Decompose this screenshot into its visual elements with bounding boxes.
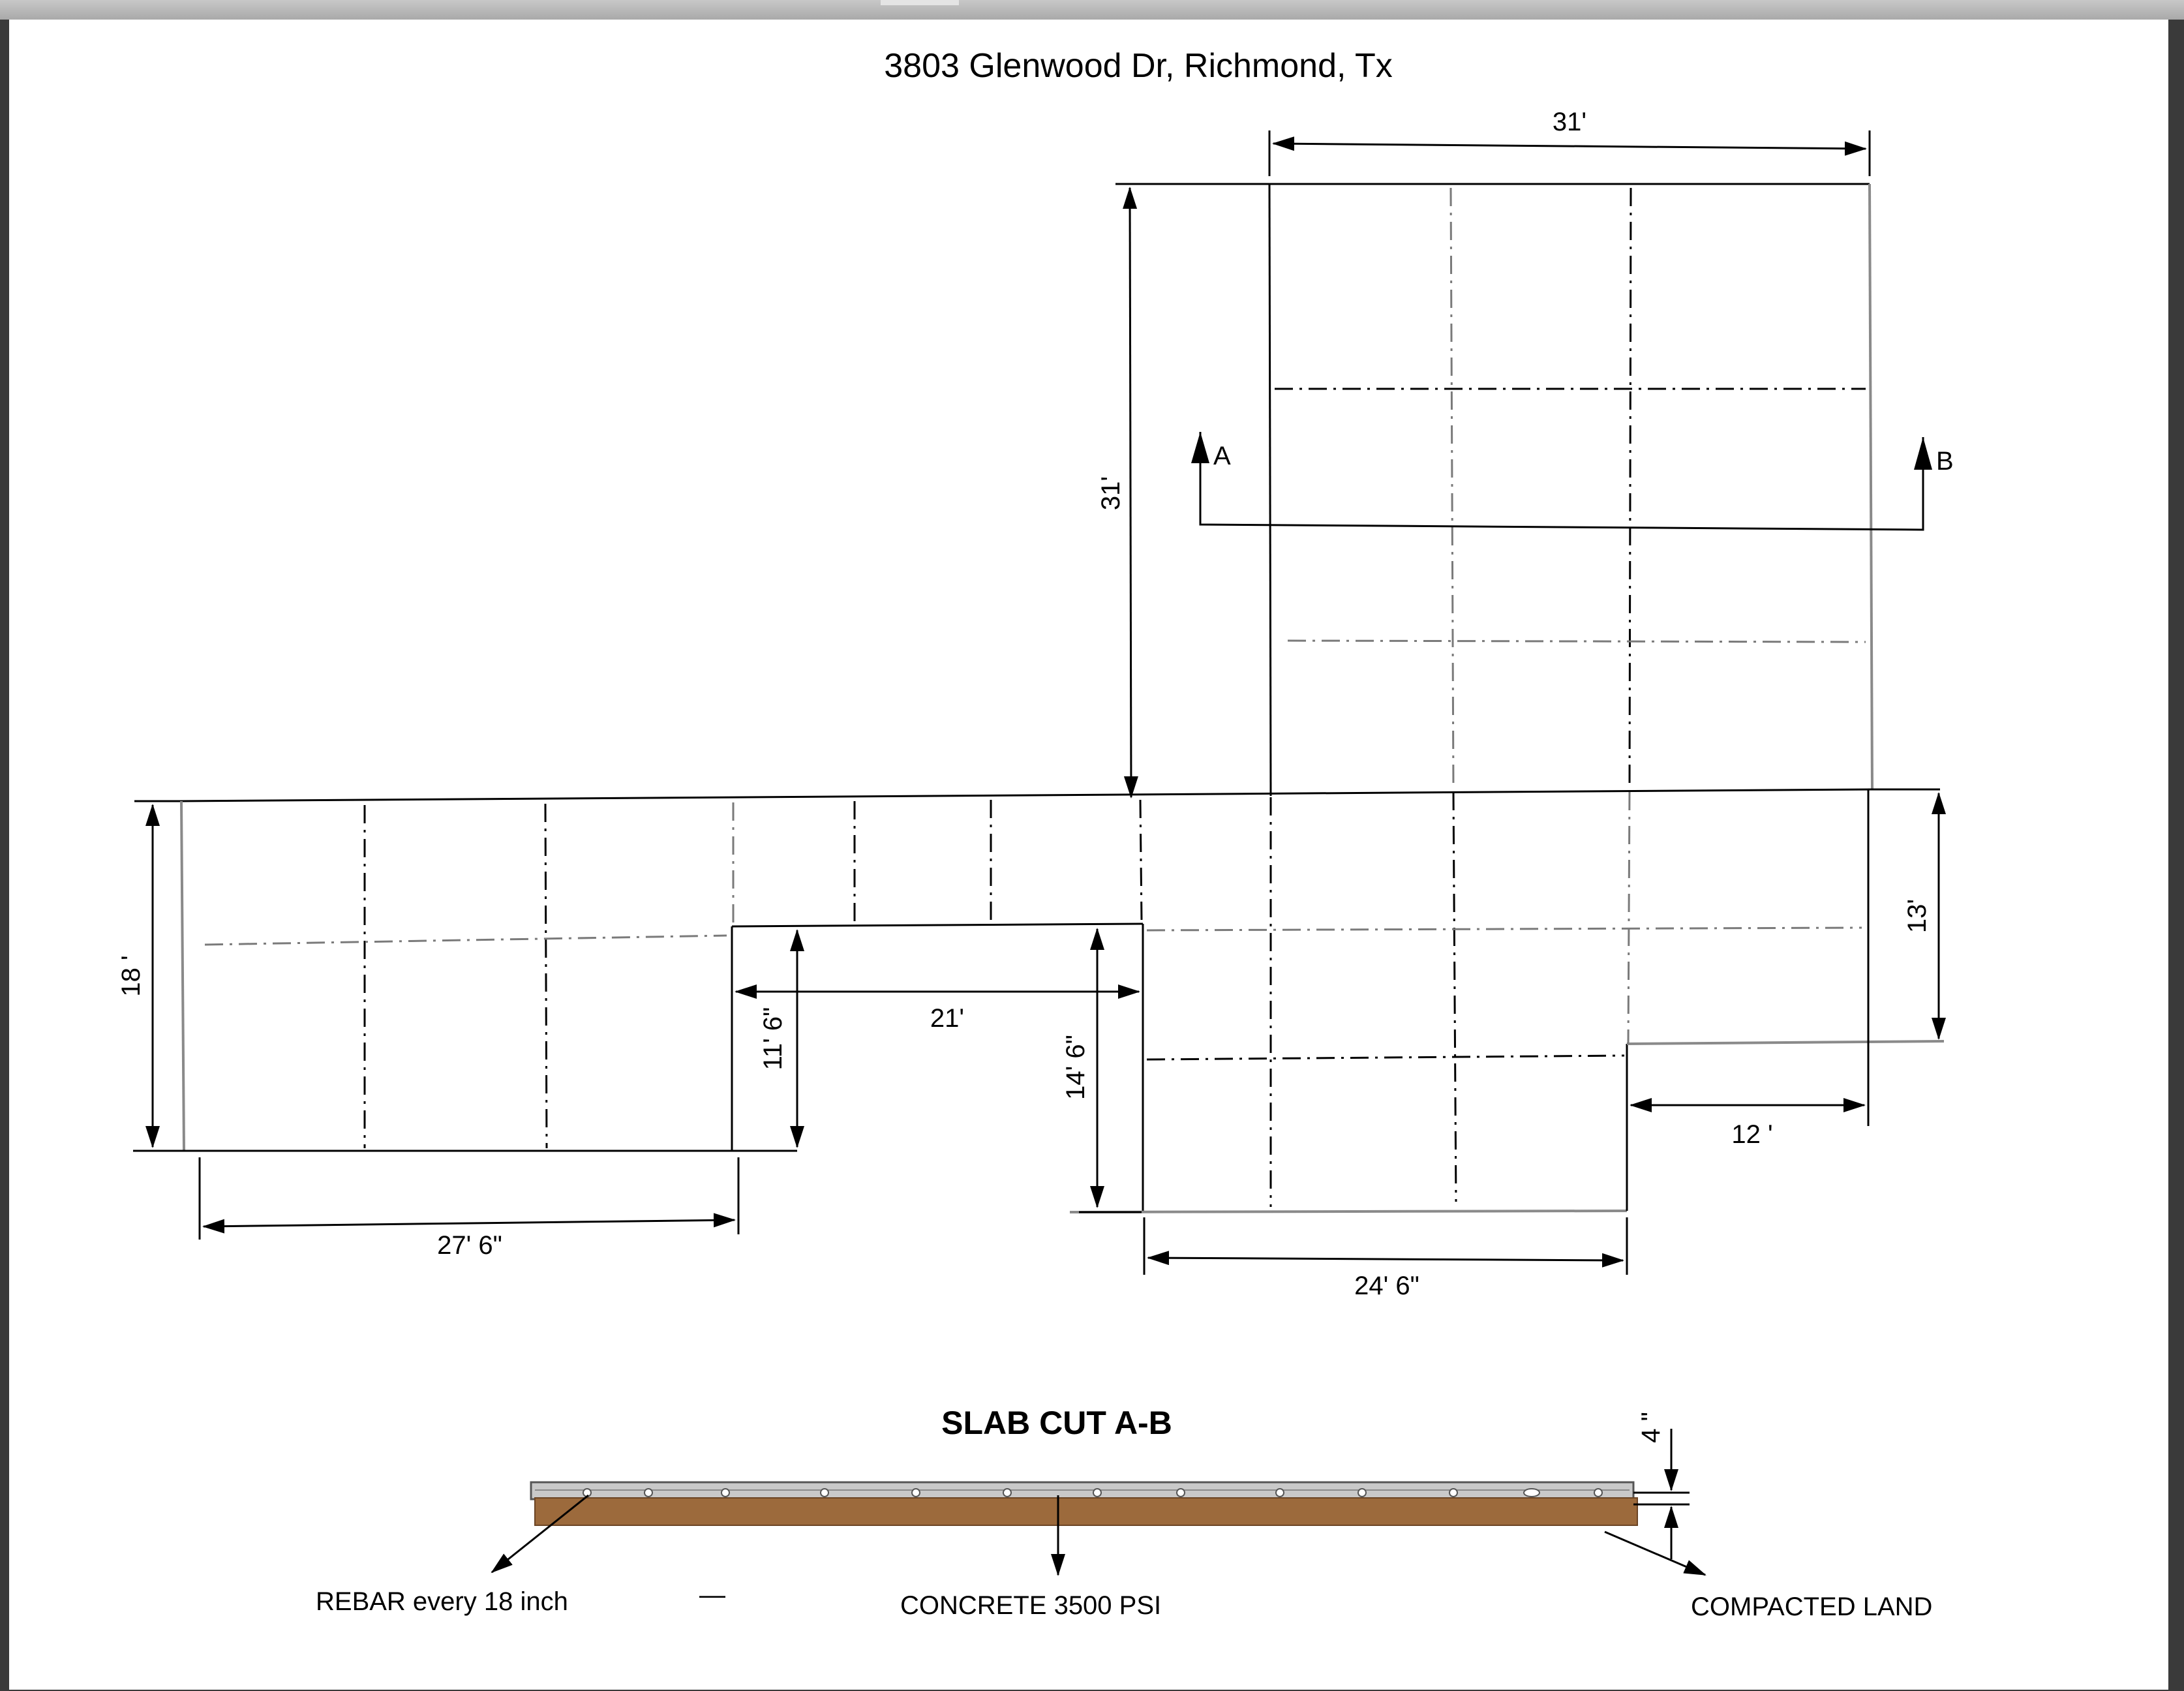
dimension-left-width: 27' 6" (198, 1157, 740, 1260)
dimension-right-height-label: 13' (1903, 899, 1932, 933)
section-arrow-b-icon (1914, 437, 1932, 470)
dimension-left-height: 18 ' (117, 800, 180, 1148)
dimension-bottom-width-label: 24' 6" (1354, 1272, 1419, 1300)
slab-cut-section: SLAB CUT A-B 4 " (316, 1405, 1932, 1621)
floor-plan-drawing: 3803 Glenwood Dr, Richmond, Tx (117, 47, 1954, 1621)
dimension-notch-left-depth-label: 11' 6" (759, 1007, 787, 1071)
slab-cut-heading: SLAB CUT A-B (941, 1405, 1172, 1441)
drawing-title: 3803 Glenwood Dr, Richmond, Tx (884, 47, 1392, 85)
slab-outline (133, 183, 1945, 1213)
compacted-land-layer (534, 1497, 1638, 1526)
viewer-top-bar (0, 0, 2184, 20)
dimension-notch-left-depth: 11' 6" (759, 929, 804, 1148)
dimension-right-step-width: 12 ' (1630, 1044, 1870, 1149)
dimension-top-width: 31' (1268, 108, 1871, 176)
section-marker-b: B (1936, 447, 1954, 476)
concrete-label: CONCRETE 3500 PSI (900, 1591, 1161, 1620)
dimension-left-height-label: 18 ' (117, 955, 145, 996)
dimension-top-height-label: 31' (1097, 476, 1125, 510)
rebar-label: REBAR every 18 inch (316, 1587, 568, 1616)
dimension-top-width-label: 31' (1553, 108, 1586, 136)
stray-dash: — (699, 1581, 725, 1609)
viewer-tab[interactable] (881, 0, 959, 5)
dimension-notch-right-depth: 14' 6" (1061, 928, 1142, 1213)
control-joints (204, 187, 1866, 1207)
dimension-notch-width-label: 21' (930, 1004, 964, 1033)
section-arrow-a-icon (1191, 432, 1209, 463)
dimension-right-height: 13' (1903, 792, 1946, 1040)
section-line-a-b: A B (1191, 432, 1954, 531)
rebar-markers (583, 1488, 1603, 1497)
dimension-right-step-width-label: 12 ' (1731, 1120, 1772, 1149)
dimension-left-width-label: 27' 6" (437, 1231, 502, 1260)
section-marker-a: A (1213, 442, 1231, 470)
compacted-land-label: COMPACTED LAND (1691, 1592, 1932, 1621)
dimension-bottom-width: 24' 6" (1143, 1217, 1628, 1300)
drawing-sheet: 3803 Glenwood Dr, Richmond, Tx (9, 20, 2168, 1690)
dimension-notch-right-depth-label: 14' 6" (1061, 1035, 1090, 1100)
dimension-top-height: 31' (1097, 187, 1138, 799)
slab-thickness-label: 4 " (1637, 1412, 1665, 1443)
